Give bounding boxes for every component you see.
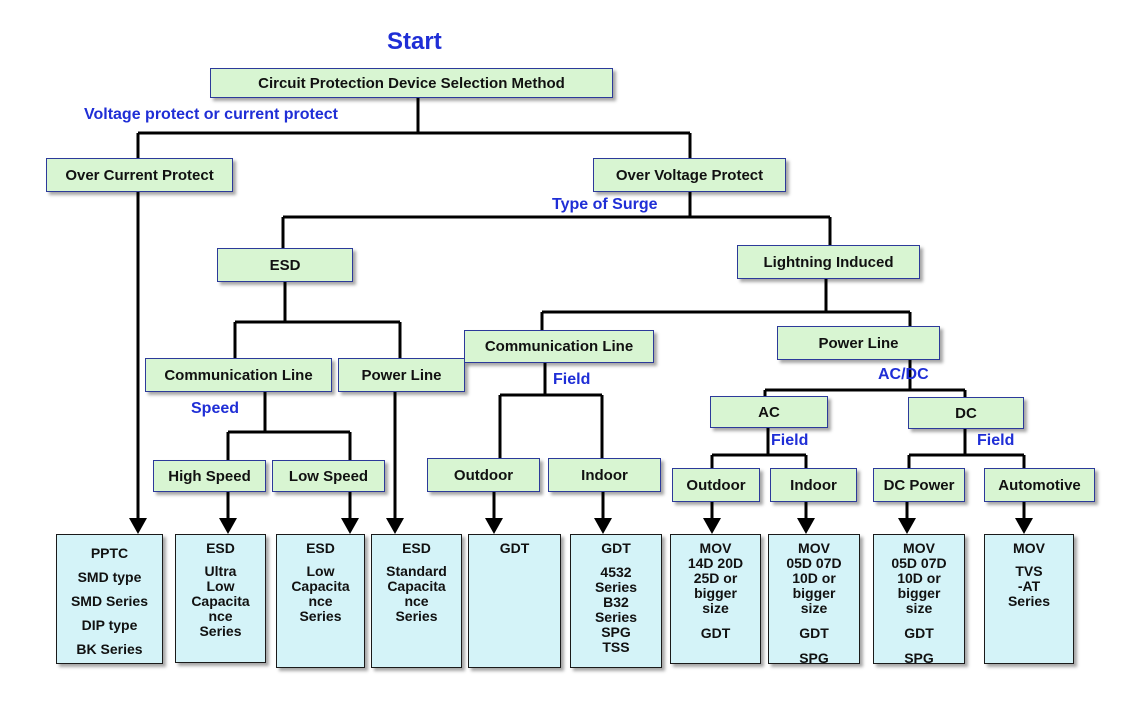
result-line: PPTC	[90, 545, 129, 561]
result-line: MOV	[798, 540, 830, 556]
result-line: SMD Series	[70, 593, 149, 609]
result-line: bigger	[897, 585, 941, 601]
node-outdoor-ac: Outdoor	[672, 468, 760, 502]
result-line: Capacita	[191, 593, 250, 609]
result-line: nce	[208, 608, 233, 624]
result-line: bigger	[792, 585, 836, 601]
result-line: Ultra	[204, 563, 237, 579]
result-line: 10D or	[897, 570, 941, 586]
node-over-current: Over Current Protect	[46, 158, 233, 192]
result-pptc: PPTC SMD type SMD Series DIP type BK Ser…	[56, 534, 163, 664]
result-line: bigger	[694, 585, 737, 601]
node-low-speed: Low Speed	[272, 460, 385, 492]
result-line: ESD	[206, 540, 235, 556]
result-esd-ultra-low: ESD Ultra Low Capacita nce Series	[175, 534, 266, 663]
result-line: ESD	[402, 540, 431, 556]
result-line: -AT	[1017, 578, 1041, 594]
result-line: SPG	[904, 650, 934, 666]
node-over-voltage: Over Voltage Protect	[593, 158, 786, 192]
node-dc-power: DC Power	[873, 468, 965, 502]
result-line: Series	[199, 623, 242, 639]
result-mov-automotive: MOV TVS -AT Series	[984, 534, 1074, 664]
result-line: GDT	[799, 625, 829, 641]
result-line: BK Series	[76, 641, 143, 657]
result-line: nce	[404, 593, 429, 609]
result-line: GDT	[601, 540, 631, 556]
result-line: MOV	[903, 540, 935, 556]
label-ac-dc: AC/DC	[878, 366, 929, 383]
result-line: GDT	[700, 625, 731, 641]
result-line: B32	[603, 594, 629, 610]
result-line: 10D or	[792, 570, 836, 586]
result-line: MOV	[699, 540, 732, 556]
result-line: ESD	[306, 540, 335, 556]
result-mov-dc-power: MOV 05D 07D 10D or bigger size GDT SPG	[873, 534, 965, 666]
label-field-ac: Field	[771, 432, 809, 449]
node-li-power-line: Power Line	[777, 326, 940, 360]
result-line: Series	[1007, 593, 1051, 609]
node-esd-power-line: Power Line	[338, 358, 465, 392]
result-line: SMD type	[77, 569, 142, 585]
result-line: Capacita	[291, 578, 350, 594]
node-indoor-comm: Indoor	[548, 458, 661, 492]
result-line: nce	[308, 593, 333, 609]
label-speed: Speed	[191, 400, 240, 417]
result-line: 14D 20D	[687, 555, 744, 571]
result-line: Capacita	[387, 578, 446, 594]
result-line: SPG	[601, 624, 631, 640]
result-line: 4532	[600, 564, 632, 580]
result-gdt-outdoor: GDT	[468, 534, 561, 668]
result-line: size	[702, 600, 729, 616]
node-root: Circuit Protection Device Selection Meth…	[210, 68, 613, 98]
node-li-communication-line: Communication Line	[464, 330, 654, 363]
node-indoor-ac: Indoor	[770, 468, 857, 502]
result-line: Series	[299, 608, 342, 624]
result-line: Series	[594, 579, 638, 595]
node-outdoor-comm: Outdoor	[427, 458, 540, 492]
node-esd-communication-line: Communication Line	[145, 358, 332, 392]
result-line: TSS	[602, 639, 630, 655]
result-line: 05D 07D	[786, 555, 842, 571]
start-title: Start	[387, 28, 442, 55]
result-line: 05D 07D	[891, 555, 947, 571]
result-line: Low	[306, 563, 335, 579]
result-esd-low: ESD Low Capacita nce Series	[276, 534, 365, 668]
result-line: MOV	[1013, 540, 1045, 556]
result-gdt-indoor: GDT 4532 Series B32 Series SPG TSS	[570, 534, 662, 668]
node-high-speed: High Speed	[153, 460, 266, 492]
node-dc: DC	[908, 397, 1024, 429]
result-line: Series	[395, 608, 438, 624]
label-voltage-or-current: Voltage protect or current protect	[84, 106, 338, 123]
result-line: GDT	[499, 540, 530, 556]
node-lightning-induced: Lightning Induced	[737, 245, 920, 279]
result-esd-standard: ESD Standard Capacita nce Series	[371, 534, 462, 668]
label-field-comm: Field	[553, 371, 591, 388]
result-mov-outdoor-ac: MOV 14D 20D 25D or bigger size GDT	[670, 534, 761, 664]
result-line: GDT	[904, 625, 934, 641]
node-ac: AC	[710, 396, 828, 428]
result-line: Low	[206, 578, 235, 594]
result-line: Standard	[386, 563, 447, 579]
result-line: size	[905, 600, 933, 616]
result-line: DIP type	[81, 617, 138, 633]
result-mov-indoor-ac: MOV 05D 07D 10D or bigger size GDT SPG	[768, 534, 860, 666]
result-line: SPG	[799, 650, 829, 666]
result-line: 25D or	[693, 570, 738, 586]
node-automotive: Automotive	[984, 468, 1095, 502]
label-type-of-surge: Type of Surge	[552, 196, 658, 213]
label-field-dc: Field	[977, 432, 1015, 449]
result-line: Series	[594, 609, 638, 625]
result-line: TVS	[1015, 563, 1043, 579]
node-esd: ESD	[217, 248, 353, 282]
result-line: size	[800, 600, 828, 616]
